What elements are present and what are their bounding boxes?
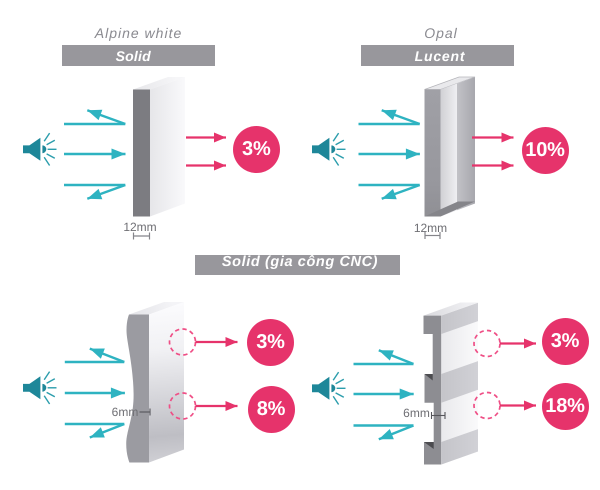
transmitted-sound-arrows [472, 132, 514, 171]
thickness-dimension-line [139, 408, 151, 416]
speaker-icon [23, 132, 57, 166]
lucent-panel-3d [424, 76, 476, 217]
speaker-icon [23, 371, 57, 405]
thickness-dimension-line [132, 232, 151, 240]
transmitted-sound-arrows [195, 337, 238, 411]
speaker-icon [312, 371, 346, 405]
transmission-badge: 10% [521, 126, 569, 174]
incident-sound-arrows [64, 109, 126, 200]
incident-sound-arrows [358, 109, 421, 200]
thickness-dimension-line [430, 412, 446, 419]
thickness-label-6mm-left: 6mm [111, 404, 139, 419]
transmission-badge: 3% [247, 319, 294, 366]
transmitted-sound-arrows [500, 338, 536, 411]
thickness-dimension-line [424, 232, 441, 239]
incident-sound-arrows [64, 347, 125, 439]
transmission-badge: 8% [247, 386, 295, 433]
cnc-wavy-panel-3d [126, 302, 184, 463]
panel-type-bar-solid: Solid [62, 44, 215, 66]
material-title-alpine-white: Alpine white [94, 25, 183, 41]
thickness-label-6mm-right: 6mm [403, 405, 430, 420]
panel-type-bar-lucent: Lucent [361, 44, 514, 66]
thickness-label-12mm-left: 12mm [123, 219, 157, 234]
transmitted-sound-arrows [186, 132, 226, 171]
incident-sound-arrows [353, 349, 414, 441]
material-title-opal: Opal [424, 25, 458, 41]
speaker-icon [312, 132, 346, 166]
transmission-badge: 3% [232, 126, 280, 173]
panel-type-bar-solid-cnc: Solid (gia công CNC) [195, 254, 400, 275]
thickness-label-12mm-right: 12mm [413, 221, 448, 235]
transmission-badge: 3% [541, 317, 589, 365]
transmission-badge: 18% [541, 382, 589, 430]
cnc-grooved-panel-3d [423, 302, 478, 465]
solid-panel-3d [133, 77, 185, 217]
